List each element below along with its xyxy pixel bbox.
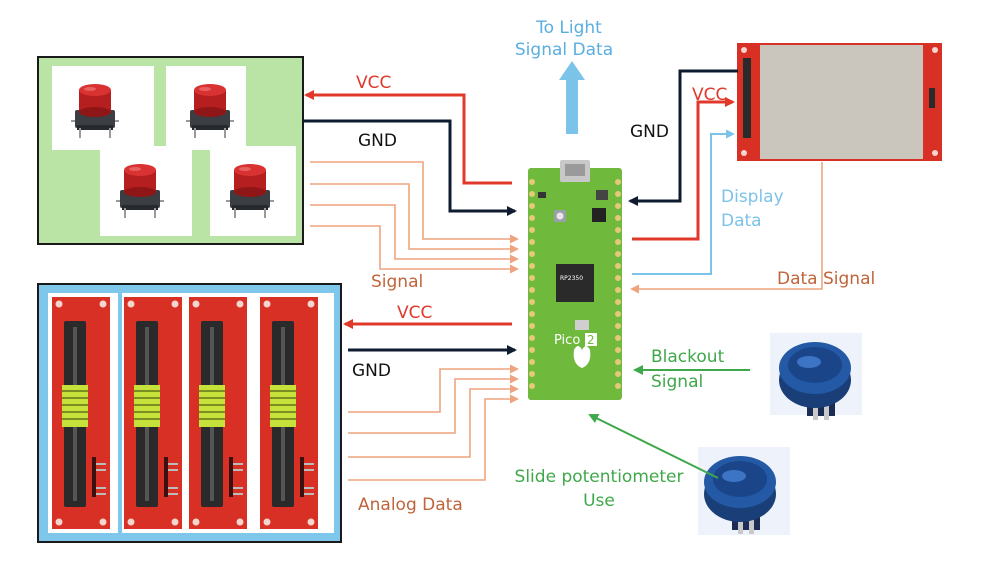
data-signal-label: Data Signal bbox=[777, 269, 875, 289]
to-light-label-line2: Signal Data bbox=[515, 40, 613, 60]
arcade-button-top bbox=[770, 333, 862, 420]
push-button-panel bbox=[37, 56, 304, 245]
tft-display-module-icon bbox=[737, 43, 942, 161]
analog-wires-sliders bbox=[348, 364, 519, 481]
slide-potentiometer-icon bbox=[124, 297, 182, 529]
svg-text:RP2350: RP2350 bbox=[560, 275, 583, 282]
vcc-label-display: VCC bbox=[692, 85, 727, 105]
vcc-wire-display bbox=[632, 97, 735, 241]
raspberry-pi-pico-board-icon: RP2350 Pico 2 bbox=[528, 160, 622, 400]
slide-use-label-line1: Slide potentiometer bbox=[515, 467, 684, 487]
vcc-label-sliders: VCC bbox=[397, 303, 432, 323]
gnd-label-display: GND bbox=[630, 122, 669, 142]
signal-wires-buttons bbox=[310, 161, 519, 274]
display-data-label-line2: Data bbox=[721, 211, 762, 231]
slide-use-label-line2: Use bbox=[583, 491, 615, 511]
vcc-label-buttons: VCC bbox=[356, 73, 391, 93]
analog-data-label: Analog Data bbox=[358, 495, 463, 515]
gnd-wire-buttons bbox=[303, 119, 517, 216]
to-light-arrow bbox=[559, 61, 585, 134]
slide-potentiometer-icon bbox=[189, 297, 247, 529]
board-name-label: Pico bbox=[554, 333, 580, 348]
gnd-label-sliders: GND bbox=[352, 361, 391, 381]
gnd-wire-display bbox=[628, 69, 738, 206]
display-data-label-line1: Display bbox=[721, 187, 784, 207]
to-light-label-line1: To Light bbox=[535, 18, 602, 38]
blackout-label-line1: Blackout bbox=[651, 347, 725, 367]
arcade-button-bottom bbox=[698, 447, 790, 535]
blackout-label-line2: Signal bbox=[651, 372, 703, 392]
slide-potentiometer-icon bbox=[52, 297, 110, 529]
board-version-label: 2 bbox=[587, 333, 595, 347]
display-data-wire bbox=[632, 129, 735, 275]
vcc-wire-buttons bbox=[304, 90, 512, 185]
slide-potentiometer-icon bbox=[260, 297, 318, 529]
slide-use-wire bbox=[588, 414, 719, 479]
gnd-label-buttons: GND bbox=[358, 131, 397, 151]
slide-potentiometer-panel bbox=[37, 283, 342, 543]
signal-label: Signal bbox=[371, 272, 423, 292]
data-signal-wire bbox=[630, 162, 823, 294]
